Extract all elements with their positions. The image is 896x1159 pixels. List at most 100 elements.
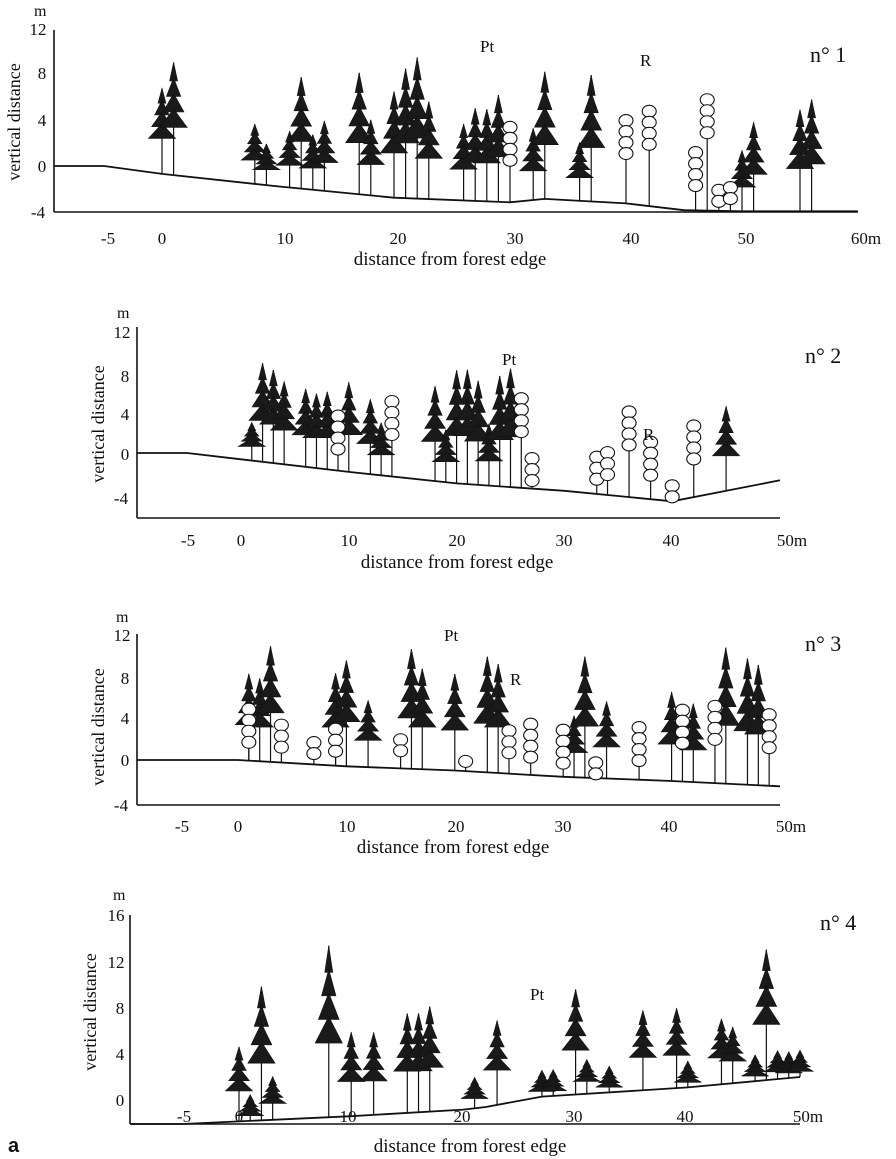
panel-2-y-tick: 12	[114, 323, 131, 342]
panel-2-annotation-pt: Pt	[502, 350, 516, 369]
conifer-tree-icon	[251, 143, 282, 186]
broadleaf-tree-icon	[501, 724, 517, 774]
broadleaf-tree-icon	[524, 451, 540, 489]
panel-4-y-tick: 12	[108, 953, 125, 972]
panel-1-x-tick: 50	[738, 229, 755, 248]
conifer-tree-icon	[460, 1076, 489, 1109]
panel-3-x-tick: 10	[339, 817, 356, 836]
conifer-tree-icon	[359, 1031, 388, 1115]
panel-4-y-tick: 16	[108, 906, 125, 925]
panel-2-y-label: vertical distance	[88, 365, 108, 482]
panel-3-x-tick: 40	[661, 817, 678, 836]
panel-1-x-tick: 0	[158, 229, 167, 248]
conifer-tree-icon	[711, 405, 741, 491]
broadleaf-tree-icon	[241, 702, 257, 761]
panel-2-annotation-r: R	[643, 425, 655, 444]
conifer-tree-icon	[269, 380, 299, 465]
panel-3-annotation-r: R	[510, 670, 522, 689]
broadleaf-tree-icon	[686, 419, 702, 498]
conifer-tree-icon	[718, 1026, 748, 1084]
panel-4-x-tick: 20	[454, 1107, 471, 1126]
panel-1-x-label: distance from forest edge	[354, 249, 547, 270]
broadleaf-tree-icon	[588, 756, 604, 781]
conifer-tree-icon	[336, 1031, 366, 1117]
ground-profile-line	[137, 452, 781, 503]
panel-1-x-tick: 40	[623, 229, 640, 248]
broadleaf-tree-icon	[599, 446, 616, 495]
broadleaf-tree-icon	[711, 183, 727, 211]
broadleaf-tree-icon	[273, 718, 289, 763]
conifer-tree-icon	[797, 99, 826, 212]
panel-1-y-tick: 0	[38, 157, 47, 176]
conifer-tree-icon	[345, 72, 374, 195]
ground-profile-line	[54, 165, 858, 213]
panel-4-x-tick: -5	[177, 1107, 191, 1126]
panel-1-x-tick: 30	[507, 229, 524, 248]
panel-3-x-label: distance from forest edge	[357, 837, 550, 858]
panel-1-title: n° 1	[810, 42, 846, 67]
conifer-tree-icon	[356, 119, 386, 196]
panel-4-vegetation	[130, 945, 814, 1125]
conifer-tree-icon	[739, 121, 768, 212]
broadleaf-tree-icon	[722, 181, 738, 212]
panel-4-x-tick: 0	[235, 1107, 244, 1126]
panel-3-y-tick: 0	[121, 751, 130, 770]
panel-2-y-tick: 8	[121, 367, 130, 386]
panel-1-y-label: vertical distance	[4, 63, 24, 180]
conifer-tree-icon	[310, 120, 339, 191]
broadleaf-tree-icon	[384, 394, 400, 477]
conifer-tree-icon	[224, 1045, 254, 1122]
conifer-tree-icon	[570, 656, 600, 778]
conifer-tree-icon	[414, 101, 444, 200]
conifer-tree-icon	[258, 1075, 288, 1120]
conifer-tree-icon	[482, 1019, 512, 1105]
panel-2-x-tick: 40	[663, 531, 680, 550]
broadleaf-tree-icon	[664, 479, 680, 504]
conifer-tree-icon	[287, 77, 316, 189]
broadleaf-tree-icon	[761, 708, 777, 786]
panel-1-annotation-r: R	[640, 51, 652, 70]
broadleaf-tree-icon	[306, 736, 322, 765]
panel-2-x-label: distance from forest edge	[361, 552, 554, 573]
figure-label: a	[8, 1135, 20, 1157]
conifer-tree-icon	[628, 1009, 658, 1091]
conifer-tree-icon	[353, 699, 383, 768]
conifer-tree-icon	[565, 141, 595, 201]
conifer-tree-icon	[483, 664, 513, 774]
conifer-tree-icon	[237, 421, 267, 461]
conifer-tree-icon	[332, 660, 361, 767]
panel-1-x-tick: 20	[390, 229, 407, 248]
broadleaf-tree-icon	[618, 113, 634, 204]
panel-3-y-tick: 8	[121, 669, 130, 688]
panel-3-x-tick: 20	[448, 817, 465, 836]
panel-3-y-unit: m	[116, 609, 129, 626]
conifer-tree-icon	[420, 386, 450, 482]
panel-1-annotation-pt: Pt	[480, 37, 494, 56]
conifer-tree-icon	[247, 986, 276, 1121]
panel-3-x-tick: 30	[555, 817, 572, 836]
broadleaf-tree-icon	[513, 392, 529, 488]
conifer-tree-icon	[431, 429, 461, 483]
broadleaf-tree-icon	[688, 146, 704, 211]
conifer-tree-icon	[662, 1007, 691, 1089]
panel-4-annotation-pt: Pt	[530, 985, 544, 1004]
conifer-tree-icon	[539, 1069, 567, 1096]
panel-4-x-tick: 50m	[793, 1107, 823, 1126]
panel-4-y-tick: 4	[116, 1045, 125, 1064]
panel-2-x-tick: 50m	[777, 531, 807, 550]
panel-4-x-tick: 40	[677, 1107, 694, 1126]
conifer-tree-icon	[159, 62, 188, 176]
panel-4-y-tick: 0	[116, 1091, 125, 1110]
panel-2-x-tick: 10	[341, 531, 358, 550]
panel-3-title: n° 3	[805, 631, 841, 656]
panel-4-x-tick: 30	[566, 1107, 583, 1126]
broadleaf-tree-icon	[621, 405, 637, 498]
panel-1-y-unit: m	[34, 3, 47, 20]
panel-3-x-tick: 0	[234, 817, 243, 836]
broadleaf-tree-icon	[643, 435, 659, 500]
panel-4-title: n° 4	[820, 910, 856, 935]
panel-2-x-tick: 20	[449, 531, 466, 550]
panel-2-x-tick: 30	[556, 531, 573, 550]
broadleaf-tree-icon	[641, 104, 657, 207]
